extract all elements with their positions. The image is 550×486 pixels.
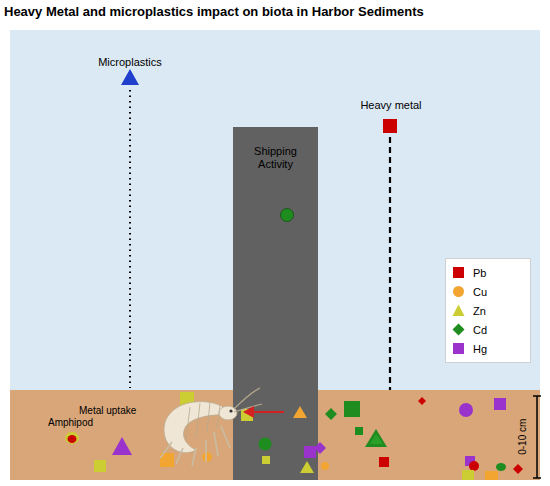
legend-row: Cd	[452, 320, 524, 339]
microplastics-label: Microplastics	[98, 56, 162, 69]
amphipod-figure	[160, 388, 262, 466]
scale-label: 0-10 cm	[517, 419, 529, 455]
uptake-arrow	[252, 411, 284, 413]
scale-tick	[533, 395, 541, 397]
uptake-label: Metal uptake	[79, 405, 136, 417]
legend-text: Pb	[473, 267, 486, 279]
legend-box: PbCuZnCdHg	[445, 258, 531, 363]
legend-row: Hg	[452, 339, 524, 358]
legend-swatch	[452, 285, 465, 298]
legend-text: Zn	[473, 305, 486, 317]
node-text: Shipping Activity	[233, 145, 318, 170]
shipping-node: Shipping Activity	[233, 127, 318, 480]
legend-text: Cu	[473, 286, 487, 298]
legend-text: Cd	[473, 324, 487, 336]
shipping-dot	[281, 209, 294, 222]
legend-row: Pb	[452, 263, 524, 282]
diagram-title: Heavy Metal and microplastics impact on …	[4, 5, 424, 20]
legend-row: Cu	[452, 282, 524, 301]
legend-swatch	[452, 342, 465, 355]
shipping-pillar	[233, 127, 318, 480]
scale-bar	[536, 396, 538, 478]
legend-swatch	[452, 323, 465, 336]
heavy-metal-square	[383, 119, 397, 133]
metal-particles	[65, 392, 523, 480]
dashed-line	[389, 137, 391, 390]
dotted-line	[129, 90, 131, 388]
scale-tick	[533, 477, 541, 479]
arrow-head	[243, 406, 254, 418]
legend-row: Zn	[452, 301, 524, 320]
legend-swatch	[452, 304, 465, 317]
amphipod-label: Amphipod	[48, 417, 93, 429]
legend-text: Hg	[473, 343, 487, 355]
legend-swatch	[452, 266, 465, 279]
heavy-metal-label: Heavy metal	[360, 99, 421, 112]
microplastic-triangle	[121, 69, 139, 85]
